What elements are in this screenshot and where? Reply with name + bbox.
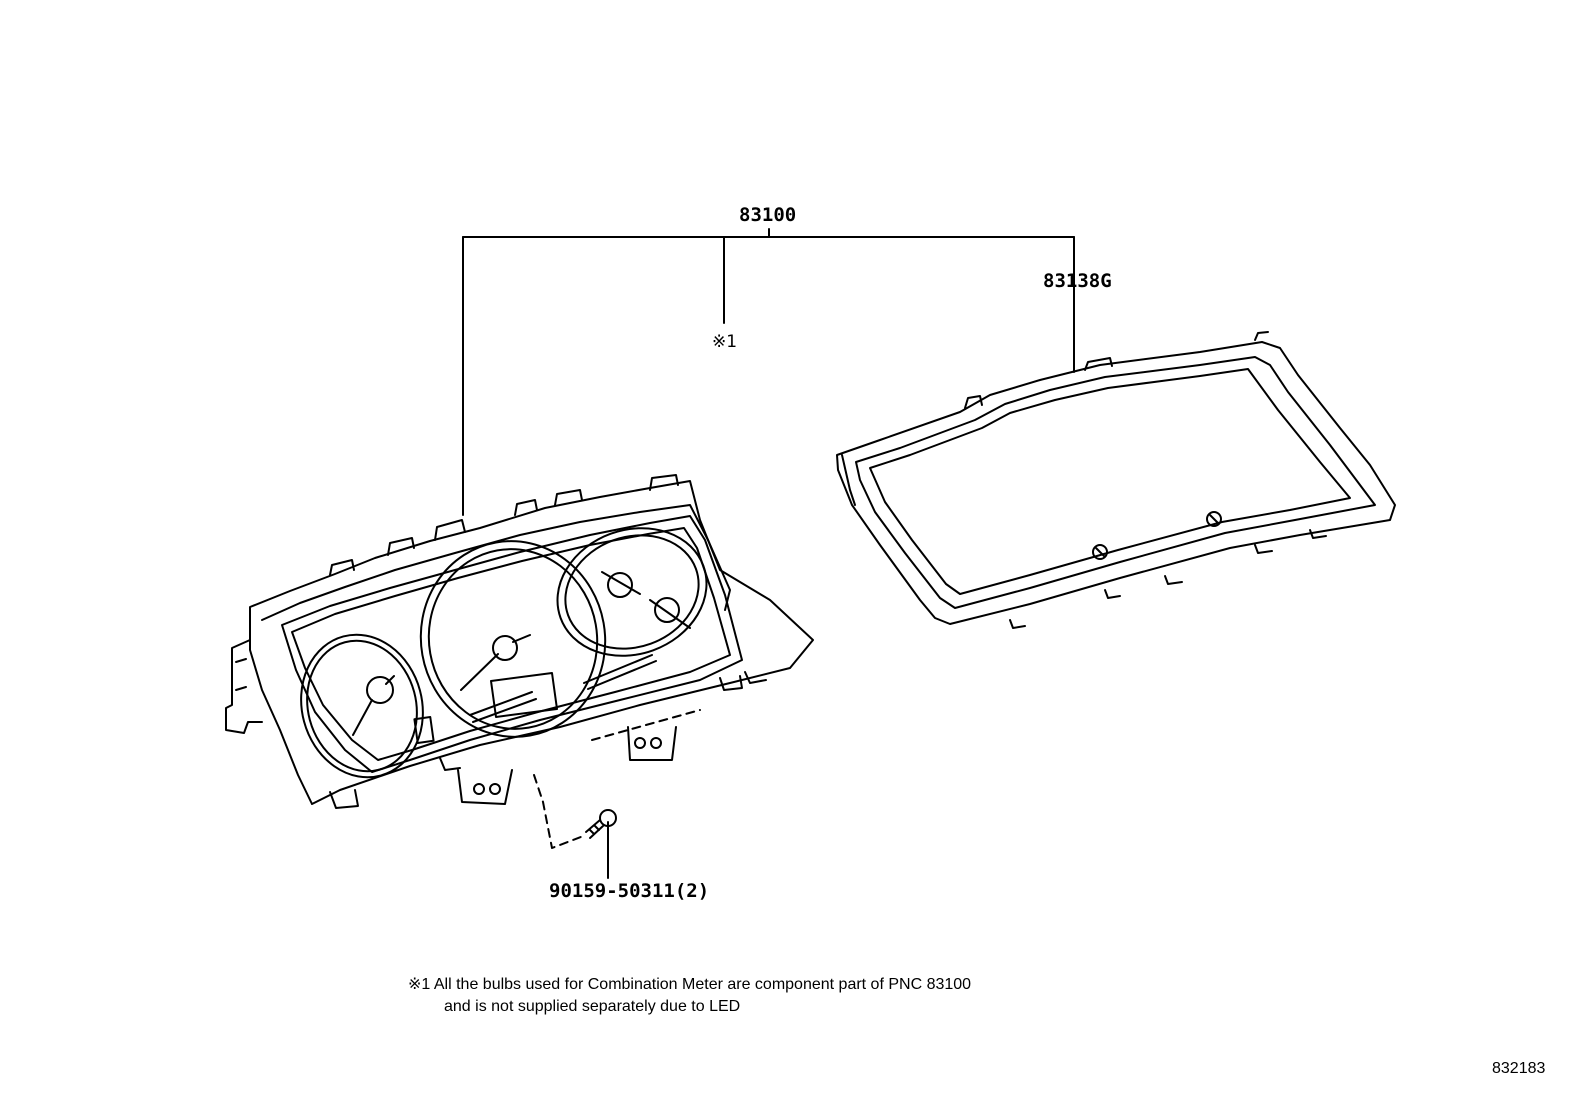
leader-lines — [462, 228, 1075, 879]
footnote: ※1 All the bulbs used for Combination Me… — [408, 974, 971, 1018]
meter-glass-panel — [836, 331, 1396, 629]
callout-screw-part-number: 90159-50311(2) — [549, 880, 710, 902]
screw-guide-dashes — [533, 709, 701, 849]
footnote-line-1: ※1 All the bulbs used for Combination Me… — [408, 974, 971, 996]
combination-meter-assembly — [225, 474, 814, 809]
callout-83138g: 83138G — [1043, 270, 1112, 292]
callout-note-marker: ※1 — [712, 332, 738, 352]
footnote-text-2: and is not supplied separately due to LE… — [444, 998, 741, 1015]
screw-part — [585, 809, 617, 839]
footnote-marker: ※1 — [408, 976, 431, 993]
diagram-reference-number: 832183 — [1492, 1060, 1546, 1077]
callout-83100: 83100 — [739, 204, 797, 226]
footnote-text-1: All the bulbs used for Combination Meter… — [433, 976, 972, 993]
